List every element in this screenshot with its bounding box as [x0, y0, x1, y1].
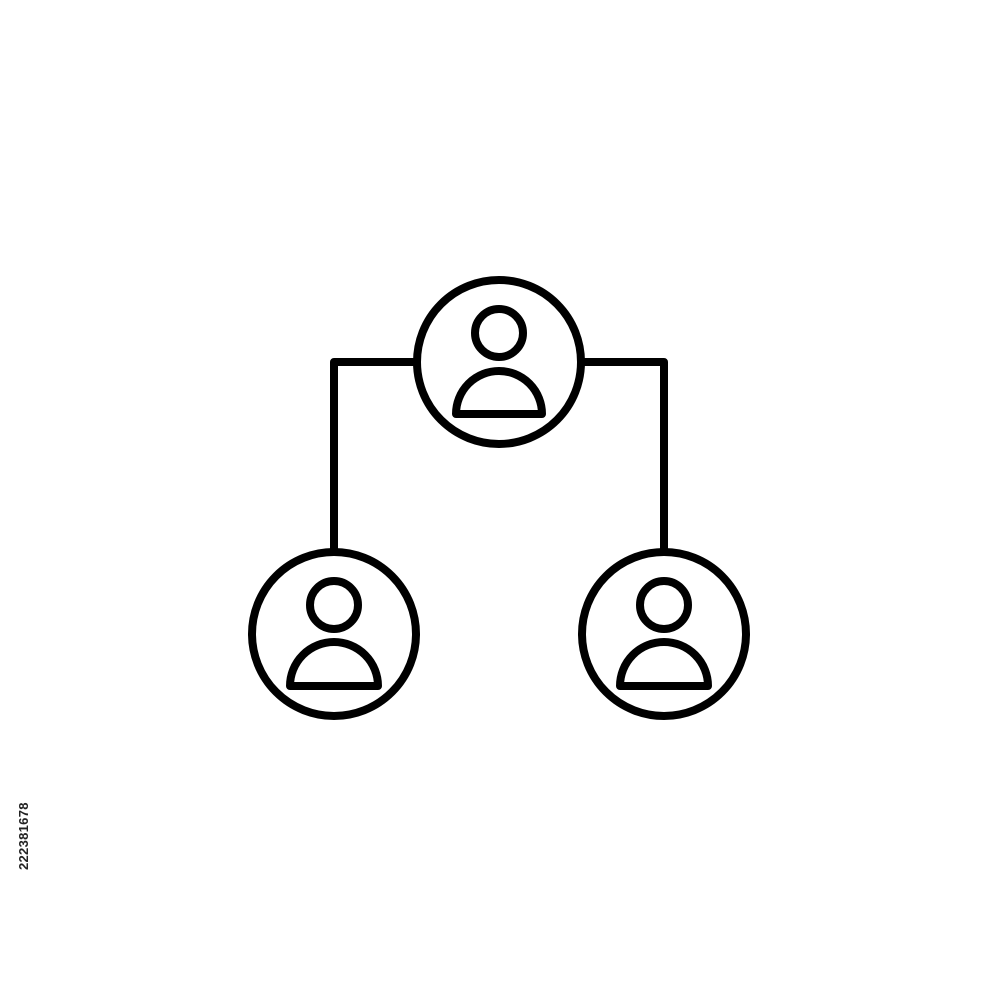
user-icon — [286, 577, 382, 690]
node-top — [413, 276, 585, 448]
user-icon — [616, 577, 712, 690]
connector-right — [583, 358, 668, 553]
node-circle — [413, 276, 585, 448]
stock-id-label: 222381678 — [16, 802, 31, 870]
user-icon — [452, 305, 546, 418]
node-circle — [248, 548, 420, 720]
node-bottom-right — [578, 548, 750, 720]
node-circle — [578, 548, 750, 720]
connector-left — [330, 358, 416, 553]
node-bottom-left — [248, 548, 420, 720]
